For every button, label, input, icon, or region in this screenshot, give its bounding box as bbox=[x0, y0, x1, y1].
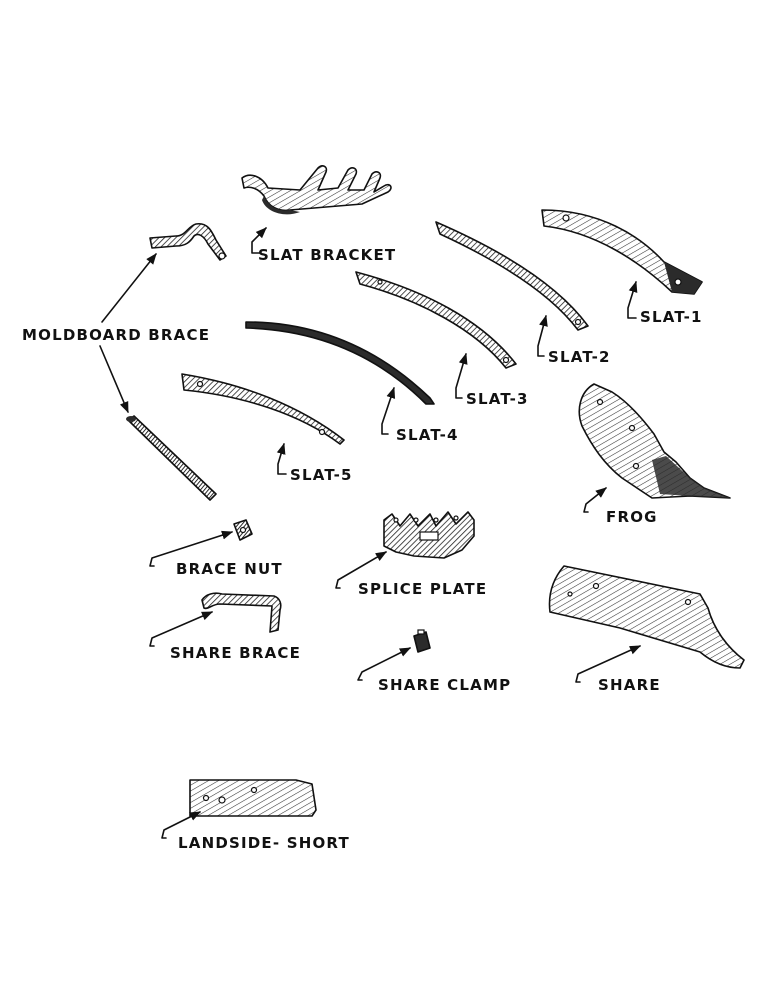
landside-short-label: LANDSIDE- SHORT bbox=[178, 834, 350, 852]
moldboard-brace-label: MOLDBOARD BRACE bbox=[22, 326, 210, 344]
share-brace-part bbox=[201, 592, 282, 633]
slat-5-label: SLAT-5 bbox=[290, 466, 353, 484]
slat-3-part bbox=[355, 271, 517, 369]
share-callout: SHARE bbox=[575, 645, 661, 694]
slat-bracket-callout: SLAT BRACKET bbox=[251, 227, 396, 264]
splice-plate-label: SPLICE PLATE bbox=[358, 580, 487, 598]
slat-bracket-part bbox=[241, 165, 392, 215]
moldboard-brace-rod-part bbox=[126, 415, 217, 501]
slat-1-part bbox=[541, 209, 703, 295]
frog-callout: FROG bbox=[583, 487, 658, 526]
slat-2-callout: SLAT-2 bbox=[537, 314, 611, 366]
brace-nut-callout: BRACE NUT bbox=[149, 530, 283, 578]
share-part bbox=[548, 565, 745, 669]
share-brace-label: SHARE BRACE bbox=[170, 644, 301, 662]
slat-3-label: SLAT-3 bbox=[466, 390, 529, 408]
moldboard-brace-callout: MOLDBOARD BRACE bbox=[22, 253, 210, 414]
slat-2-part bbox=[435, 221, 589, 331]
slat-4-callout: SLAT-4 bbox=[381, 386, 459, 444]
share-clamp-part bbox=[413, 629, 431, 653]
slat-1-callout: SLAT-1 bbox=[627, 280, 703, 326]
landside-short-part bbox=[189, 779, 317, 817]
brace-nut-label: BRACE NUT bbox=[176, 560, 283, 578]
splice-plate-callout: SPLICE PLATE bbox=[335, 551, 487, 598]
slat-5-part bbox=[181, 373, 345, 445]
share-brace-callout: SHARE BRACE bbox=[149, 611, 301, 662]
slat-bracket-label: SLAT BRACKET bbox=[258, 246, 396, 264]
frog-label: FROG bbox=[606, 508, 658, 526]
slat-2-label: SLAT-2 bbox=[548, 348, 611, 366]
slat-3-callout: SLAT-3 bbox=[455, 352, 529, 408]
slat-1-label: SLAT-1 bbox=[640, 308, 703, 326]
moldboard-brace-upper-part bbox=[149, 222, 227, 261]
frog-part bbox=[578, 383, 731, 499]
slat-5-callout: SLAT-5 bbox=[276, 442, 353, 484]
brace-nut-part bbox=[233, 519, 253, 541]
landside-short-callout: LANDSIDE- SHORT bbox=[161, 811, 350, 852]
slat-4-label: SLAT-4 bbox=[396, 426, 459, 444]
share-clamp-callout: SHARE CLAMP bbox=[357, 647, 511, 694]
slat-4-part bbox=[245, 321, 435, 405]
share-clamp-label: SHARE CLAMP bbox=[378, 676, 511, 694]
share-label: SHARE bbox=[598, 676, 661, 694]
splice-plate-part bbox=[383, 511, 475, 559]
